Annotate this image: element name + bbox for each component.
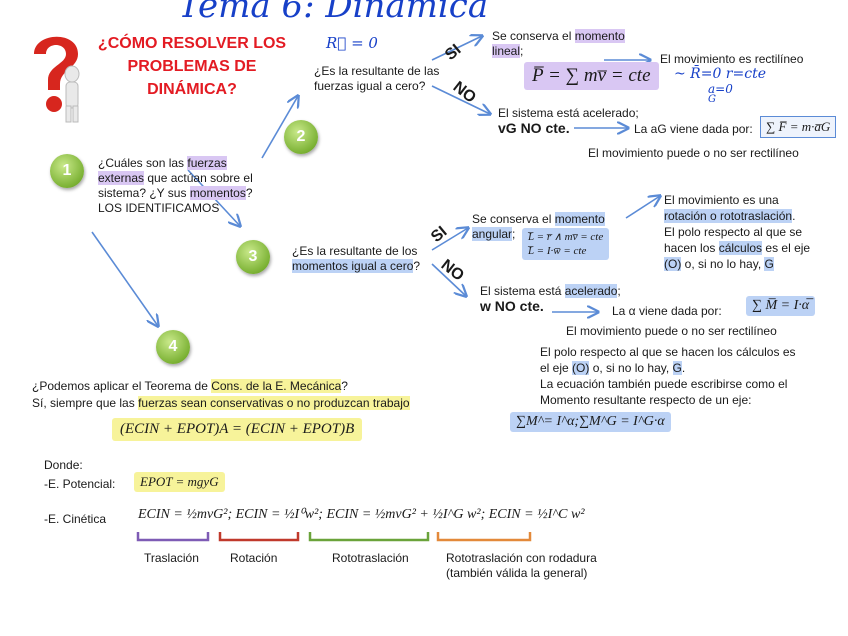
rototranslation-label: Rototraslación bbox=[332, 551, 409, 566]
bracket-rolling bbox=[438, 532, 530, 540]
rotation-label: Rotación bbox=[230, 551, 277, 566]
bracket-rototranslation bbox=[310, 532, 428, 540]
translation-label: Traslación bbox=[144, 551, 199, 566]
bracket-rotation bbox=[220, 532, 298, 540]
rolling-label: Rototraslación con rodadura (también vál… bbox=[446, 551, 597, 581]
bracket-translation bbox=[138, 532, 208, 540]
